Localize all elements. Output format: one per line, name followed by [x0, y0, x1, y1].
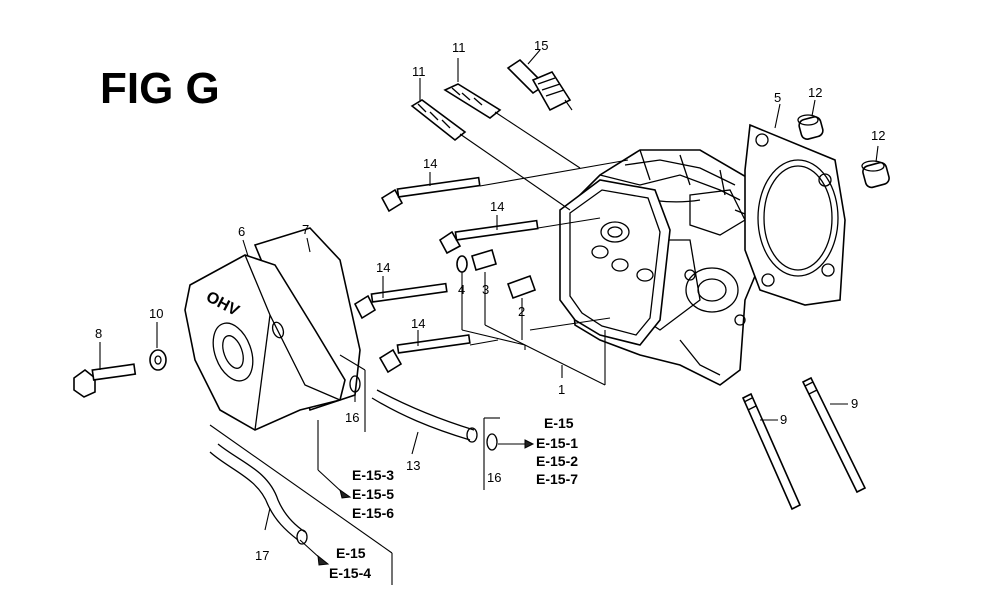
callout-14-d: 14	[411, 316, 425, 331]
callout-13: 13	[406, 458, 420, 473]
bolt-3[interactable]	[353, 282, 448, 320]
breather-tube[interactable]	[371, 389, 478, 443]
callout-11-upper: 11	[452, 40, 466, 55]
ref-e-15-3[interactable]: E-15-3	[352, 467, 394, 483]
callout-14-a: 14	[423, 156, 437, 171]
callout-14-b: 14	[490, 199, 504, 214]
callout-5: 5	[774, 90, 781, 105]
callout-7: 7	[302, 222, 309, 237]
washer[interactable]	[149, 349, 167, 371]
reference-group-b: E-15-3 E-15-5 E-15-6	[352, 467, 394, 521]
callout-15: 15	[534, 38, 548, 53]
head-gasket[interactable]	[744, 123, 846, 306]
callout-17: 17	[255, 548, 269, 563]
callout-3: 3	[482, 282, 489, 297]
callout-4: 4	[458, 282, 465, 297]
ref-e-15-hose[interactable]: E-15	[336, 545, 366, 561]
valve-cover[interactable]: OHV	[184, 254, 346, 431]
reference-group-c: E-15 E-15-4	[329, 545, 371, 581]
cover-gasket-frame[interactable]	[559, 179, 671, 346]
ref-e-15[interactable]: E-15	[544, 415, 574, 431]
callout-10: 10	[149, 306, 163, 321]
callout-2: 2	[518, 304, 525, 319]
ref-e-15-4[interactable]: E-15-4	[329, 565, 371, 581]
bolt-4[interactable]	[378, 334, 471, 374]
callout-14-c: 14	[376, 260, 390, 275]
part-2-pin[interactable]	[506, 274, 537, 300]
dowel-pin-upper[interactable]	[797, 114, 824, 141]
callout-9-b: 9	[851, 396, 858, 411]
callout-1: 1	[558, 382, 565, 397]
callout-6: 6	[238, 224, 245, 239]
dowel-pin-right[interactable]	[861, 160, 891, 189]
reference-group-a: E-15 E-15-1 E-15-2 E-15-7	[536, 415, 578, 487]
callout-9-a: 9	[780, 412, 787, 427]
callout-8: 8	[95, 326, 102, 341]
stud-upper[interactable]	[443, 83, 502, 119]
cover-bolt[interactable]	[73, 363, 137, 398]
callout-16-left: 16	[345, 410, 359, 425]
figure-title: FIG G	[100, 64, 220, 113]
part-3-bushing[interactable]	[471, 249, 497, 271]
ref-e-15-6[interactable]: E-15-6	[352, 505, 394, 521]
callout-16-right: 16	[487, 470, 501, 485]
ref-e-15-5[interactable]: E-15-5	[352, 486, 394, 502]
long-stud-2[interactable]	[801, 376, 867, 494]
part-4-washer[interactable]	[456, 255, 468, 273]
leader-lines	[99, 49, 879, 585]
ref-e-15-2[interactable]: E-15-2	[536, 453, 578, 469]
callout-12-right: 12	[871, 128, 885, 143]
bolt-2[interactable]	[438, 219, 539, 255]
callout-12-upper: 12	[808, 85, 822, 100]
spark-plug[interactable]	[506, 58, 573, 112]
clip-2[interactable]	[486, 433, 498, 451]
stud-lower[interactable]	[410, 99, 467, 142]
callout-11-lower: 11	[412, 64, 426, 79]
ref-e-15-7[interactable]: E-15-7	[536, 471, 578, 487]
ref-e-15-1[interactable]: E-15-1	[536, 435, 578, 451]
bolt-1[interactable]	[380, 176, 481, 213]
hose[interactable]	[209, 443, 308, 545]
long-stud-1[interactable]	[741, 392, 802, 511]
